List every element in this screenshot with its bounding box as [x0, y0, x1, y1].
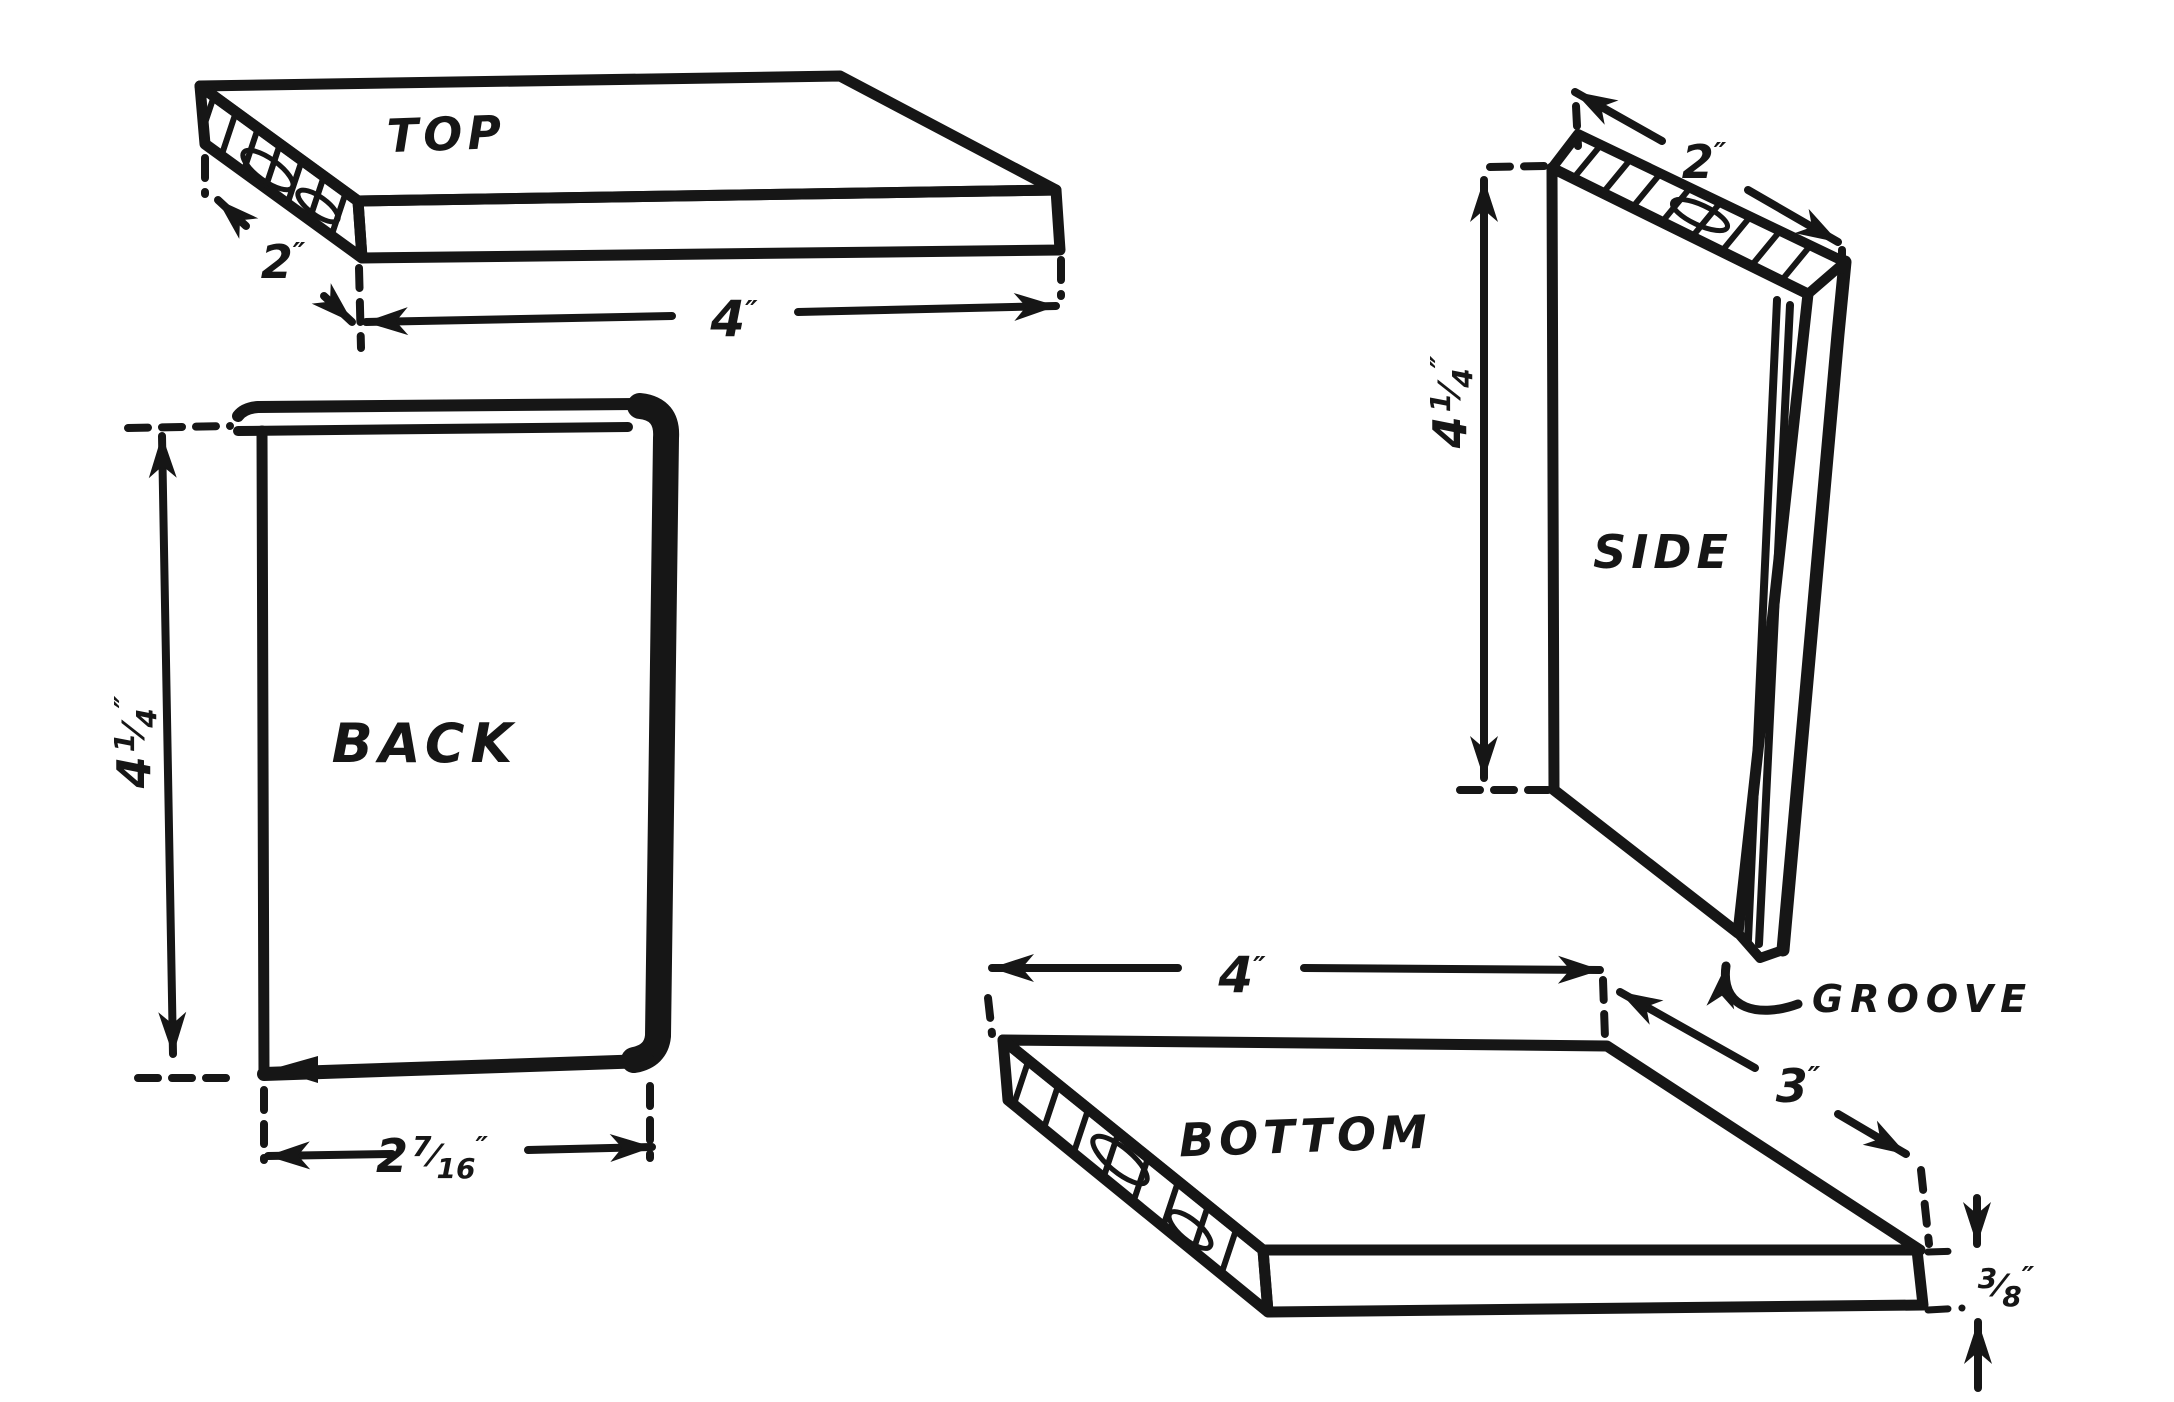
- dim-back-height-label: 41⁄4″: [107, 695, 163, 789]
- dim-bottom-thickness-ext-top: [1924, 1247, 1964, 1256]
- dim-top-length-arrow-left: [362, 307, 676, 336]
- back-piece-right-edge: [621, 393, 680, 1073]
- dim-side-height-ext-top: [1486, 162, 1550, 171]
- dim-top-depth-label: 2″: [261, 235, 306, 289]
- dim-bottom-depth-arrow-upper: [1616, 988, 1759, 1072]
- groove-label: GROOVE: [1812, 977, 2033, 1021]
- dim-bottom-depth-label: 3″: [1776, 1059, 1821, 1113]
- dim-side-depth-arrow-lower: [1744, 186, 1842, 246]
- top-piece-end-grain-hatch: [200, 93, 349, 249]
- bottom-piece: BOTTOM: [997, 1034, 1929, 1318]
- dim-bottom-length-ext-left: [984, 994, 996, 1038]
- top-piece-label: TOP: [386, 105, 507, 163]
- back-piece-bottom-edge: [257, 1054, 655, 1081]
- dim-bottom-depth-arrow-lower: [1834, 1110, 1910, 1158]
- dim-top-length-arrow-right: [794, 292, 1060, 321]
- groove-arrow: [1706, 961, 1803, 1015]
- back-piece-left-edge: [256, 425, 270, 1080]
- top-piece: TOP: [194, 70, 1066, 264]
- bottom-piece-end-grain: [997, 1034, 1274, 1318]
- back-piece-top-edge-inner: [233, 422, 633, 436]
- dim-bottom-thickness-ext-bottom: [1924, 1304, 1966, 1314]
- dim-back-height-ext-top: [124, 422, 234, 432]
- dim-side-depth-ext-left: [1572, 102, 1582, 150]
- dim-back-height: 41⁄4″: [107, 422, 236, 1082]
- dim-top-depth-arrow-upper: [214, 196, 259, 239]
- dim-bottom-length: 4″: [984, 946, 1609, 1042]
- bottom-piece-front-edge: [1257, 1244, 1929, 1318]
- dim-bottom-length-arrow-right: [1300, 955, 1604, 984]
- dim-back-width-arrow-left: [264, 1141, 396, 1170]
- groove-callout: GROOVE: [1706, 961, 2033, 1021]
- side-piece-end-grain-hatch: [1569, 143, 1813, 283]
- dim-bottom-thickness-label: 3⁄8″: [1978, 1260, 2035, 1313]
- dim-side-height: 41⁄4″: [1423, 162, 1552, 794]
- dim-side-depth: 2″: [1571, 88, 1846, 302]
- side-piece-label: SIDE: [1593, 525, 1733, 579]
- back-piece-top-edge-outer: [232, 398, 642, 422]
- dim-top-length-label: 4″: [709, 290, 758, 348]
- dim-bottom-depth: 3″: [1616, 988, 1933, 1248]
- dim-back-height-arrow: [148, 432, 187, 1058]
- dim-bottom-depth-ext: [1917, 1166, 1933, 1248]
- dim-back-width-arrow-right: [524, 1134, 656, 1163]
- dim-top-depth-ext-right: [355, 264, 365, 352]
- dim-top-depth-arrow-lower: [311, 283, 356, 326]
- dim-top-depth: 2″: [201, 154, 365, 352]
- top-piece-end-grain: [194, 80, 368, 264]
- back-piece: BACK: [232, 393, 680, 1083]
- bottom-piece-label: BOTTOM: [1178, 1105, 1433, 1168]
- side-piece-back-edge: [1776, 255, 1852, 957]
- dim-bottom-length-ext-right: [1599, 976, 1609, 1042]
- back-piece-corner-tick: [272, 1056, 318, 1083]
- top-piece-front-edge: [352, 184, 1066, 264]
- side-piece: SIDE: [1546, 129, 1852, 963]
- dim-bottom-length-label: 4″: [1217, 946, 1266, 1004]
- side-piece-groove-line-2: [1755, 301, 1794, 948]
- side-piece-groove-line-1: [1744, 296, 1781, 944]
- dim-side-depth-label: 2″: [1682, 135, 1727, 189]
- dim-bottom-thickness: 3⁄8″: [1924, 1194, 2035, 1392]
- dim-side-height-label: 41⁄4″: [1423, 355, 1479, 449]
- back-piece-label: BACK: [332, 712, 519, 775]
- dim-side-depth-arrow-upper: [1571, 88, 1666, 145]
- bottom-piece-end-grain-hatch: [1007, 1053, 1241, 1287]
- dim-top-length: 4″: [362, 256, 1065, 348]
